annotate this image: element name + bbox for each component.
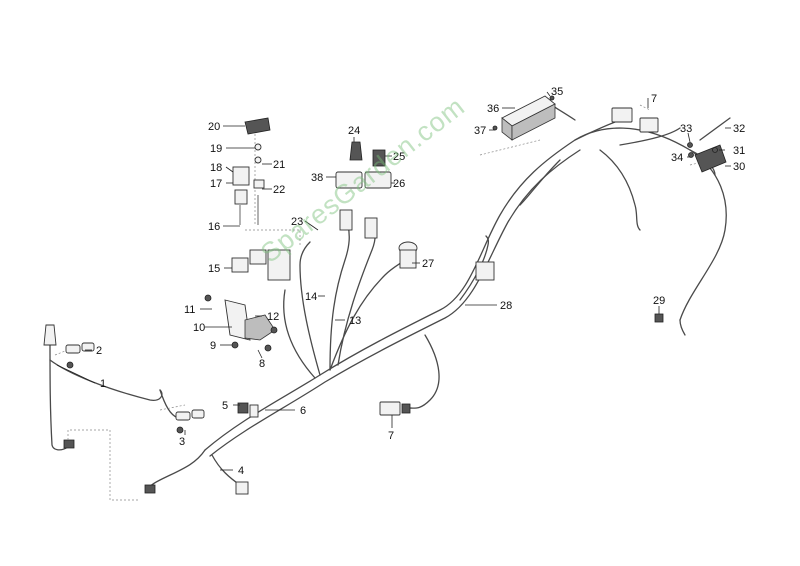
connector-29 xyxy=(654,313,664,323)
callout-12: 12 xyxy=(267,311,279,323)
leader-lines xyxy=(56,91,731,471)
callout-2: 2 xyxy=(96,345,102,357)
main-harness xyxy=(148,99,727,491)
sensor-27 xyxy=(398,241,418,269)
callout-9: 9 xyxy=(210,340,216,352)
callout-7-upper: 7 xyxy=(651,93,657,105)
callout-4: 4 xyxy=(238,465,244,477)
connector-1-top xyxy=(43,324,57,346)
callout-13: 13 xyxy=(349,315,361,327)
callout-15: 15 xyxy=(208,263,220,275)
connector-1-bottom xyxy=(63,439,75,449)
bracket-10-12 xyxy=(204,294,278,352)
callout-32: 32 xyxy=(733,123,745,135)
callout-5: 5 xyxy=(222,400,228,412)
callout-36: 36 xyxy=(487,103,499,115)
switches-24-26 xyxy=(335,141,392,239)
fuse-holder-2 xyxy=(65,342,95,369)
callout-21: 21 xyxy=(273,159,285,171)
callout-labels: 1 2 3 4 5 6 7 7 8 9 10 11 12 13 14 15 16… xyxy=(96,86,745,477)
callout-8: 8 xyxy=(259,358,265,370)
callout-6: 6 xyxy=(300,405,306,417)
callout-33: 33 xyxy=(680,123,692,135)
callout-26: 26 xyxy=(393,178,405,190)
callout-17: 17 xyxy=(210,178,222,190)
callout-27: 27 xyxy=(422,258,434,270)
callout-11: 11 xyxy=(184,304,195,316)
callout-18: 18 xyxy=(210,162,222,174)
connector-7-lower xyxy=(379,401,411,416)
module-30-34 xyxy=(687,117,731,173)
harness-1 xyxy=(43,324,179,501)
callout-34: 34 xyxy=(671,152,683,164)
callout-10: 10 xyxy=(193,322,205,334)
callout-25: 25 xyxy=(393,151,405,163)
switch-stack-16-22 xyxy=(232,117,271,225)
connector-4 xyxy=(144,481,249,495)
callout-38: 38 xyxy=(311,172,323,184)
callout-22: 22 xyxy=(273,184,285,196)
callout-24: 24 xyxy=(348,125,360,137)
callout-23: 23 xyxy=(291,216,303,228)
callout-35: 35 xyxy=(551,86,563,98)
control-unit-36 xyxy=(492,95,556,141)
callout-3: 3 xyxy=(179,436,185,448)
callout-31: 31 xyxy=(733,145,745,157)
callout-1: 1 xyxy=(100,378,106,390)
callout-28: 28 xyxy=(500,300,512,312)
connector-7-upper xyxy=(611,107,659,133)
callout-7-lower: 7 xyxy=(388,430,394,442)
callout-30: 30 xyxy=(733,161,745,173)
callout-29: 29 xyxy=(653,295,665,307)
connector-28 xyxy=(475,261,495,281)
callout-16: 16 xyxy=(208,221,220,233)
relay-5 xyxy=(237,402,259,418)
relays-15 xyxy=(231,249,291,281)
callout-14: 14 xyxy=(305,291,317,303)
fuse-holder-3 xyxy=(175,409,205,434)
callout-37: 37 xyxy=(474,125,486,137)
callout-20: 20 xyxy=(208,121,220,133)
callout-19: 19 xyxy=(210,143,222,155)
